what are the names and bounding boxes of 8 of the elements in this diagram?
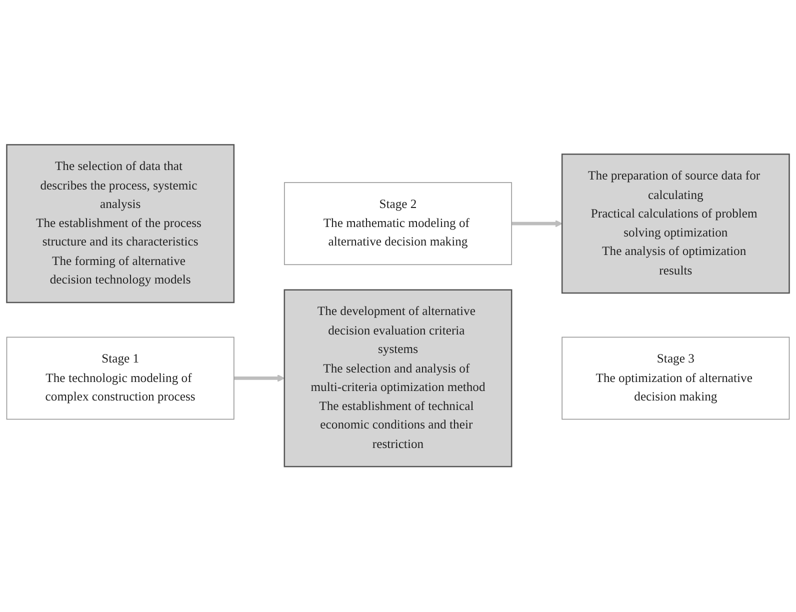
node-box [6,144,235,304]
arrow [512,220,562,228]
node-box [561,154,790,294]
node-box [284,182,512,266]
node-box [284,290,512,468]
node-box [562,337,790,420]
arrow [234,374,285,382]
node-box [6,337,234,420]
